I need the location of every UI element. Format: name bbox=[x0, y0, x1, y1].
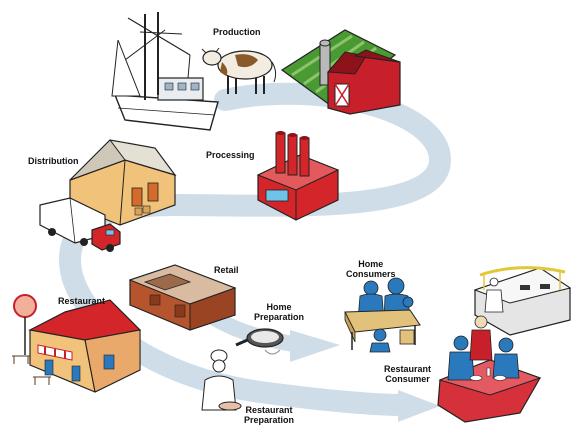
farm-barn-icon bbox=[280, 29, 401, 115]
fishing-boat-icon bbox=[111, 12, 219, 131]
label-home-preparation-line2: Preparation bbox=[254, 312, 305, 322]
label-home-preparation-line1: Home bbox=[266, 302, 292, 312]
label-restaurant-preparation-line1: Restaurant bbox=[245, 405, 293, 415]
family-dining-icon bbox=[344, 277, 421, 353]
label-production: Production bbox=[213, 27, 261, 37]
label-restaurant-consumer-line1: Restaurant bbox=[384, 364, 432, 374]
warehouse-icon bbox=[69, 139, 177, 226]
frying-pan-icon bbox=[235, 328, 284, 355]
arrow-to-restaurant-consumer bbox=[398, 390, 440, 422]
restaurant-building-icon bbox=[12, 294, 142, 393]
chef-icon bbox=[201, 349, 242, 411]
label-restaurant: Restaurant bbox=[58, 296, 106, 306]
label-home-preparation: Home Preparation bbox=[254, 302, 304, 322]
cow-icon bbox=[201, 47, 277, 94]
factory-icon bbox=[256, 131, 340, 221]
label-processing: Processing bbox=[206, 150, 255, 160]
label-distribution: Distribution bbox=[28, 156, 79, 166]
delivery-truck-icon bbox=[39, 197, 121, 252]
restaurant-dining-icon bbox=[437, 315, 542, 423]
label-home-consumers-line1: Home bbox=[358, 259, 384, 269]
label-restaurant-preparation: Restaurant Preparation bbox=[244, 405, 294, 425]
label-restaurant-consumer: Restaurant Consumer bbox=[384, 364, 431, 384]
patio-tables bbox=[12, 355, 51, 385]
buffet-counter-icon bbox=[473, 266, 572, 336]
label-home-consumers: Home Consumers bbox=[346, 259, 396, 279]
arrow-to-home-consumers bbox=[290, 330, 340, 362]
label-restaurant-consumer-line2: Consumer bbox=[385, 374, 430, 384]
label-restaurant-preparation-line2: Preparation bbox=[244, 415, 295, 425]
retail-store-icon bbox=[128, 264, 237, 331]
label-retail: Retail bbox=[214, 265, 239, 275]
label-home-consumers-line2: Consumers bbox=[346, 269, 396, 279]
